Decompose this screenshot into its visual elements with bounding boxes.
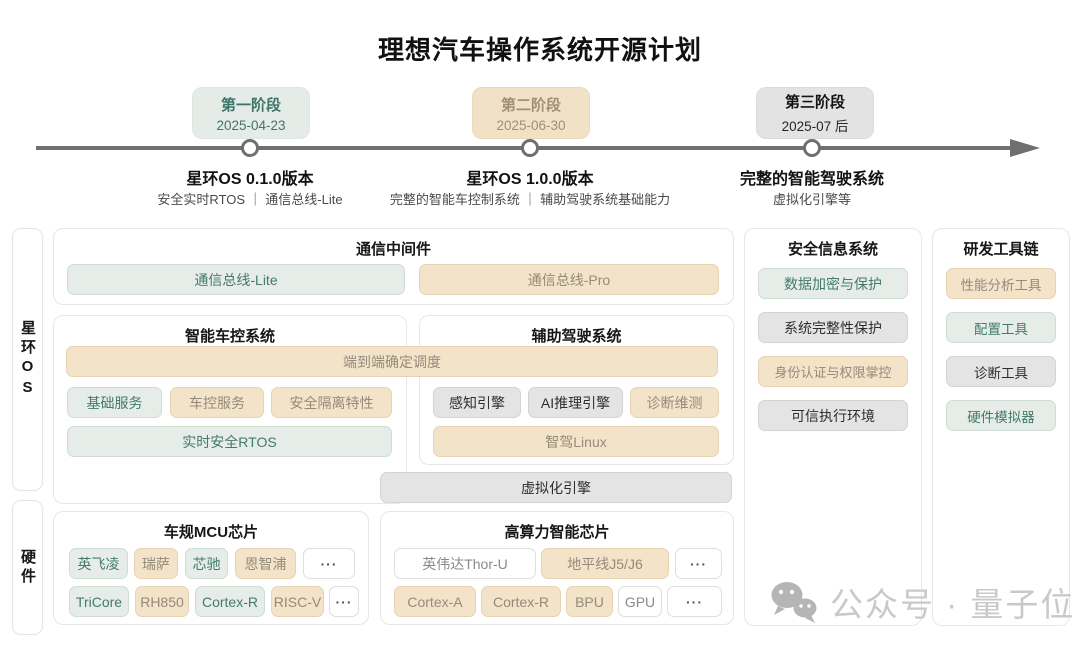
- chip-rh850: RH850: [135, 586, 189, 617]
- ellipsis-chip: ···: [675, 548, 722, 579]
- node-vehicle-control-services: 车控服务: [170, 387, 264, 418]
- stage-box-phase3: 第三阶段 2025-07 后: [756, 87, 874, 139]
- card-title: 研发工具链: [963, 241, 1039, 258]
- node-diagnosis-maintenance: 诊断维测: [630, 387, 719, 418]
- node-performance-analysis-tool: 性能分析工具: [946, 268, 1056, 299]
- chip-gpu: GPU: [618, 586, 662, 617]
- card-title: 通信中间件: [355, 241, 431, 258]
- node-diagnostic-tool: 诊断工具: [946, 356, 1056, 387]
- stage-date: 2025-04-23: [216, 117, 286, 133]
- card-automotive-mcu-chips: 车规MCU芯片 英飞凌 瑞萨 芯驰 恩智浦 ··· TriCore RH850 …: [53, 511, 369, 625]
- rail-star-ring-os: 星环OS: [12, 228, 43, 491]
- timeline-arrow-icon: [1010, 139, 1040, 157]
- watermark: 公众号 · 量子位: [768, 578, 1075, 626]
- node-basic-services: 基础服务: [67, 387, 162, 418]
- chip-semidrive: 芯驰: [185, 548, 228, 579]
- node-comm-bus-lite: 通信总线-Lite: [67, 264, 405, 295]
- card-title: 安全信息系统: [787, 241, 878, 258]
- card-title: 车规MCU芯片: [163, 524, 259, 541]
- wechat-icon: [771, 582, 817, 623]
- node-smart-driving-linux: 智驾Linux: [433, 426, 719, 457]
- node-comm-bus-pro: 通信总线-Pro: [419, 264, 719, 295]
- chip-cortex-r: Cortex-R: [481, 586, 561, 617]
- milestone-title: 星环OS 0.1.0版本: [186, 171, 314, 188]
- node-identity-access-control: 身份认证与权限掌控: [758, 356, 908, 387]
- milestone-detail: 安全实时RTOS ｜ 通信总线-Lite: [157, 192, 343, 207]
- card-title: 智能车控系统: [184, 328, 275, 345]
- milestone-title: 完整的智能驾驶系统: [739, 171, 884, 188]
- watermark-text: 公众号 · 量子位: [830, 586, 1076, 623]
- ellipsis-chip: ···: [329, 586, 359, 617]
- timeline-dot-1: [241, 139, 259, 157]
- rail-hardware: 硬件: [12, 500, 43, 635]
- stage-date: 2025-06-30: [496, 117, 566, 133]
- chip-horizon-j5-j6: 地平线J5/J6: [541, 548, 669, 579]
- node-system-integrity: 系统完整性保护: [758, 312, 908, 343]
- ellipsis-chip: ···: [303, 548, 355, 579]
- milestone-detail: 完整的智能车控制系统 ｜ 辅助驾驶系统基础能力: [389, 192, 671, 207]
- chip-renesas: 瑞萨: [134, 548, 178, 579]
- page-title: 理想汽车操作系统开源计划: [377, 35, 702, 65]
- node-safety-isolation: 安全隔离特性: [271, 387, 392, 418]
- card-title: 高算力智能芯片: [504, 524, 610, 541]
- node-data-encryption: 数据加密与保护: [758, 268, 908, 299]
- milestone-title: 星环OS 1.0.0版本: [466, 171, 594, 188]
- chip-cortex-r: Cortex-R: [195, 586, 265, 617]
- chip-bpu: BPU: [566, 586, 613, 617]
- card-vehicle-control-system: 智能车控系统 基础服务 车控服务 安全隔离特性 实时安全RTOS: [53, 315, 407, 504]
- chip-risc-v: RISC-V: [271, 586, 324, 617]
- stage-box-phase2: 第二阶段 2025-06-30: [472, 87, 590, 139]
- stage-date: 2025-07 后: [781, 119, 849, 134]
- card-communication-middleware: 通信中间件 通信总线-Lite 通信总线-Pro: [53, 228, 734, 305]
- rail-label: 硬件: [19, 548, 36, 587]
- node-end-to-end-scheduling: 端到端确定调度: [66, 346, 718, 377]
- node-hardware-simulator: 硬件模拟器: [946, 400, 1056, 431]
- timeline-dot-3: [803, 139, 821, 157]
- ellipsis-chip: ···: [667, 586, 722, 617]
- stage-box-phase1: 第一阶段 2025-04-23: [192, 87, 310, 139]
- node-configuration-tool: 配置工具: [946, 312, 1056, 343]
- node-trusted-execution-env: 可信执行环境: [758, 400, 908, 431]
- chip-nxp: 恩智浦: [235, 548, 296, 579]
- card-dev-toolchain: 研发工具链 性能分析工具 配置工具 诊断工具 硬件模拟器: [932, 228, 1070, 626]
- chip-nvidia-thor-u: 英伟达Thor-U: [394, 548, 536, 579]
- timeline-dot-2: [521, 139, 539, 157]
- rail-label: 星环OS: [19, 319, 36, 400]
- node-virtualization-engine: 虚拟化引擎: [380, 472, 732, 503]
- card-high-performance-soc: 高算力智能芯片 英伟达Thor-U 地平线J5/J6 ··· Cortex-A …: [380, 511, 734, 625]
- milestone-detail: 虚拟化引擎等: [772, 192, 851, 207]
- card-title: 辅助驾驶系统: [531, 328, 622, 345]
- card-security-information-system: 安全信息系统 数据加密与保护 系统完整性保护 身份认证与权限掌控 可信执行环境: [744, 228, 922, 626]
- node-ai-inference-engine: AI推理引擎: [528, 387, 623, 418]
- node-realtime-safety-rtos: 实时安全RTOS: [67, 426, 392, 457]
- card-assisted-driving-system: 辅助驾驶系统 感知引擎 AI推理引擎 诊断维测 智驾Linux: [419, 315, 734, 465]
- chip-cortex-a: Cortex-A: [394, 586, 476, 617]
- stage-label: 第三阶段: [784, 94, 845, 111]
- chip-infineon: 英飞凌: [69, 548, 128, 579]
- stage-label: 第一阶段: [220, 96, 281, 114]
- chip-tricore: TriCore: [69, 586, 129, 617]
- node-perception-engine: 感知引擎: [433, 387, 521, 418]
- stage-label: 第二阶段: [500, 96, 561, 114]
